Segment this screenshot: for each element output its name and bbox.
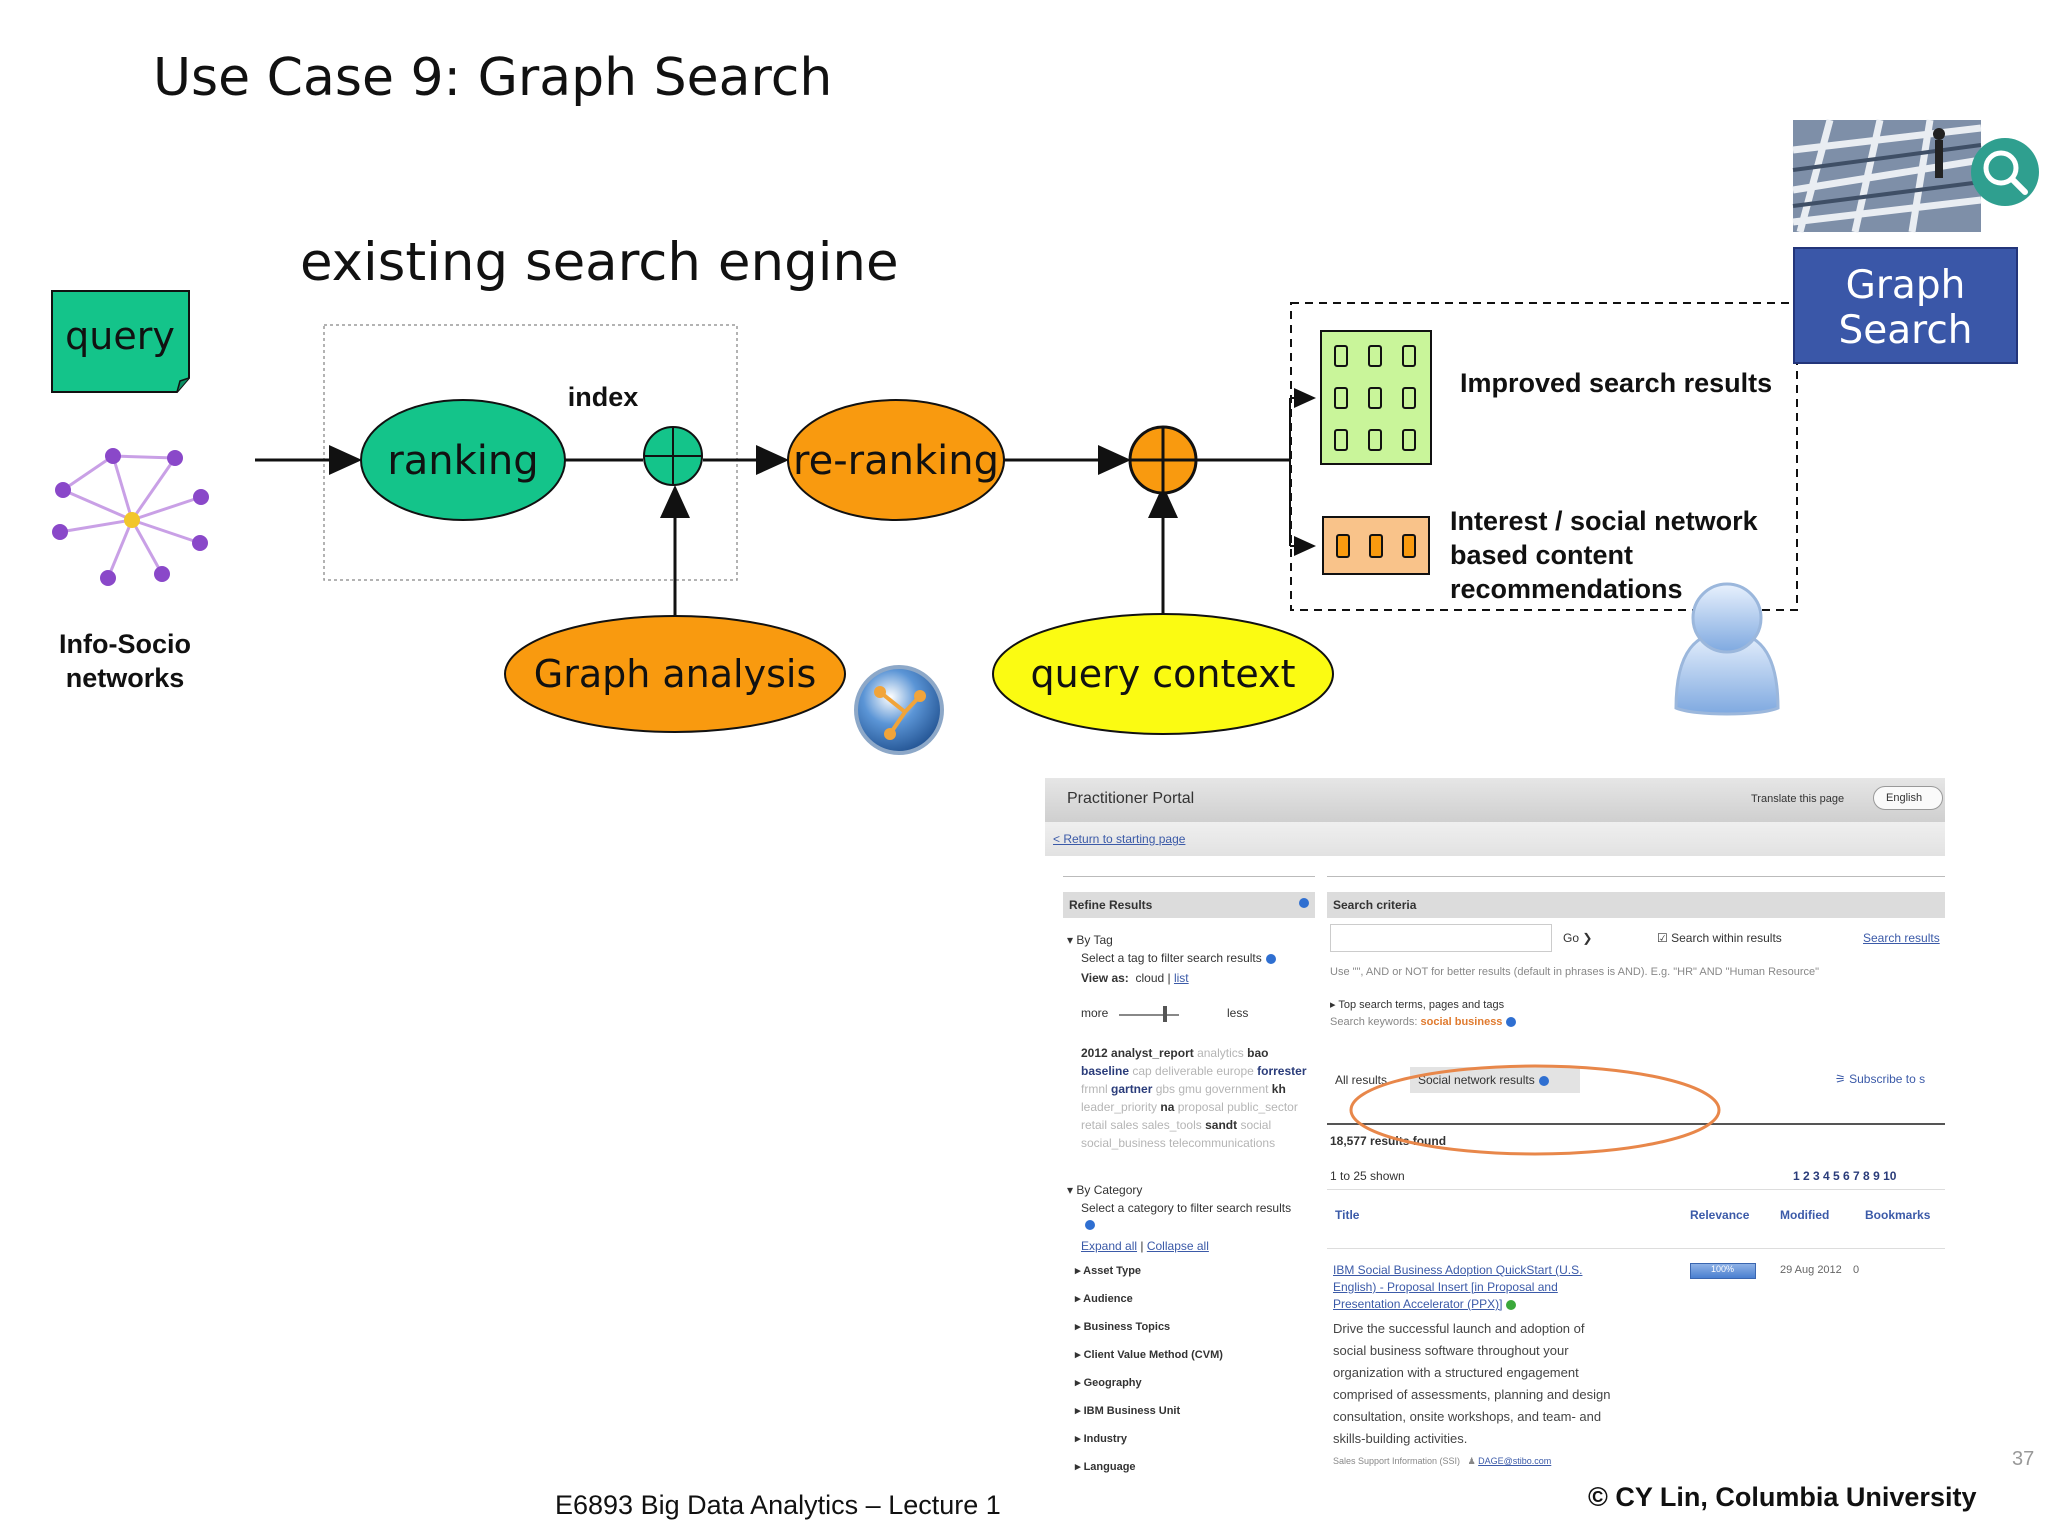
modified-date: 29 Aug 2012 bbox=[1780, 1264, 1842, 1276]
svg-text:re-ranking: re-ranking bbox=[793, 438, 999, 484]
svg-text:query context: query context bbox=[1031, 652, 1296, 696]
select-tag-hint: Select a tag to filter search results bbox=[1081, 951, 1276, 965]
query-context-node: query context bbox=[992, 613, 1334, 735]
slider-handle[interactable] bbox=[1163, 1006, 1167, 1022]
description-line: social business software throughout your bbox=[1333, 1343, 1569, 1358]
svg-text:ranking: ranking bbox=[387, 438, 538, 484]
expand-collapse: Expand all | Collapse all bbox=[1081, 1239, 1209, 1253]
description-line: organization with a structured engagemen… bbox=[1333, 1365, 1579, 1380]
description-line: consultation, onsite workshops, and team… bbox=[1333, 1409, 1602, 1424]
info-icon[interactable] bbox=[1299, 898, 1309, 908]
query-label: query bbox=[65, 314, 175, 358]
result-footer: Sales Support Information (SSI) ♟ DAGE@s… bbox=[1333, 1456, 1552, 1466]
expand-all-link[interactable]: Expand all bbox=[1081, 1239, 1138, 1253]
view-cloud[interactable]: cloud bbox=[1135, 971, 1165, 985]
by-tag-toggle[interactable]: ▾ By Tag bbox=[1067, 933, 1113, 947]
portal-screenshot: Practitioner Portal Translate this page … bbox=[1045, 778, 1945, 1478]
globe-icon bbox=[854, 665, 944, 755]
tab-social-network[interactable]: Social network results bbox=[1410, 1067, 1580, 1093]
go-button[interactable]: Go ❯ bbox=[1563, 931, 1593, 945]
category-item[interactable]: ▸ Geography bbox=[1075, 1377, 1142, 1389]
top-search-toggle[interactable]: ▸ Top search terms, pages and tags bbox=[1330, 999, 1505, 1011]
search-criteria-header: Search criteria bbox=[1327, 892, 1945, 918]
info-socio-label: Info-Socio networks bbox=[59, 629, 191, 693]
view-list-link[interactable]: list bbox=[1173, 971, 1189, 985]
search-within-checkbox[interactable]: ☑ Search within results bbox=[1657, 931, 1782, 945]
category-item[interactable]: ▸ Industry bbox=[1075, 1433, 1127, 1445]
category-item[interactable]: ▸ Audience bbox=[1075, 1293, 1133, 1305]
user-avatar-icon bbox=[1674, 582, 1780, 716]
pagination[interactable]: 1 2 3 4 5 6 7 8 9 10 bbox=[1793, 1169, 1897, 1183]
page-number: 37 bbox=[2012, 1448, 2035, 1470]
index-combiner bbox=[643, 426, 703, 486]
reranking-node: re-ranking bbox=[787, 399, 1005, 521]
page-title: Use Case 9: Graph Search bbox=[153, 48, 833, 108]
collapse-all-link[interactable]: Collapse all bbox=[1146, 1239, 1209, 1253]
col-title[interactable]: Title bbox=[1335, 1208, 1360, 1222]
ranking-node: ranking bbox=[360, 399, 566, 521]
svg-text:Graph analysis: Graph analysis bbox=[534, 652, 817, 696]
shown-count: 1 to 25 shown bbox=[1330, 1169, 1405, 1183]
portal-header: Practitioner Portal Translate this page … bbox=[1045, 778, 1945, 822]
query-note: query bbox=[51, 290, 190, 393]
select-category-hint: Select a category to filter search resul… bbox=[1081, 1201, 1292, 1215]
tag-cloud: 2012 analyst_report analytics bao baseli… bbox=[1081, 1046, 1307, 1150]
graph-search-button[interactable]: Graph Search bbox=[1793, 247, 2018, 364]
graph-analysis-node: Graph analysis bbox=[504, 615, 846, 733]
description-line: skills-building activities. bbox=[1333, 1431, 1468, 1446]
view-as: View as: cloud | list bbox=[1081, 971, 1189, 985]
context-combiner bbox=[1128, 425, 1198, 495]
search-keywords: Search keywords: social business bbox=[1330, 1016, 1517, 1028]
footer-course: E6893 Big Data Analytics – Lecture 1 bbox=[555, 1490, 1001, 1520]
result-description: Drive the successful launch and adoption… bbox=[1333, 1318, 1611, 1450]
highlight-oval bbox=[1349, 1064, 1721, 1156]
by-category-toggle[interactable]: ▾ By Category bbox=[1067, 1183, 1143, 1197]
less-label: less bbox=[1227, 1006, 1249, 1020]
return-link[interactable]: < Return to starting page bbox=[1053, 832, 1186, 846]
tab-all-results[interactable]: All results bbox=[1327, 1067, 1396, 1093]
index-label: index bbox=[568, 382, 639, 412]
network-graph-icon bbox=[52, 448, 209, 586]
search-hint: Use "", AND or NOT for better results (d… bbox=[1330, 966, 1820, 978]
improved-results-label: Improved search results bbox=[1460, 368, 1773, 398]
bookmarks-count: 0 bbox=[1853, 1264, 1860, 1276]
category-item[interactable]: ▸ Asset Type bbox=[1075, 1265, 1142, 1277]
refine-results-header: Refine Results bbox=[1063, 892, 1315, 918]
relevance-bar bbox=[1690, 1263, 1756, 1279]
col-bookmarks[interactable]: Bookmarks bbox=[1865, 1208, 1931, 1222]
description-line: comprised of assessments, planning and d… bbox=[1333, 1387, 1611, 1402]
col-modified[interactable]: Modified bbox=[1780, 1208, 1830, 1222]
contact-link[interactable]: DAGE@stibo.com bbox=[1478, 1456, 1552, 1466]
recommendations-label: Interest / social network based content … bbox=[1450, 506, 1758, 604]
tag-slider[interactable] bbox=[1119, 1014, 1179, 1016]
engine-label: existing search engine bbox=[300, 232, 899, 293]
results-box bbox=[1290, 302, 1798, 611]
category-info-icon[interactable] bbox=[1085, 1220, 1095, 1230]
col-relevance[interactable]: Relevance bbox=[1690, 1208, 1750, 1222]
engine-box bbox=[323, 324, 738, 581]
category-item[interactable]: ▸ Business Topics bbox=[1075, 1321, 1171, 1333]
category-item[interactable]: ▸ IBM Business Unit bbox=[1075, 1405, 1181, 1417]
relevance-value: 100% bbox=[1711, 1264, 1735, 1274]
translate-link[interactable]: Translate this page bbox=[1751, 793, 1845, 805]
category-item[interactable]: ▸ Client Value Method (CVM) bbox=[1075, 1349, 1223, 1361]
portal-subbar: < Return to starting page bbox=[1045, 822, 1945, 856]
subscribe-link[interactable]: ⚞ Subscribe to s bbox=[1835, 1072, 1926, 1086]
search-results-link[interactable]: Search results bbox=[1863, 931, 1940, 945]
maze-search-image bbox=[1792, 119, 2039, 233]
category-item[interactable]: ▸ Language bbox=[1075, 1461, 1136, 1473]
results-grid-icon bbox=[1320, 330, 1432, 465]
recommendations-icon bbox=[1322, 516, 1430, 575]
description-line: Drive the successful launch and adoption… bbox=[1333, 1321, 1585, 1336]
language-select[interactable]: English bbox=[1873, 786, 1943, 810]
portal-title: Practitioner Portal bbox=[1067, 790, 1195, 807]
search-input[interactable] bbox=[1330, 924, 1552, 952]
footer-copyright: © CY Lin, Columbia University bbox=[1588, 1482, 1977, 1512]
more-label: more bbox=[1081, 1006, 1109, 1020]
result-title-link[interactable]: IBM Social Business Adoption QuickStart … bbox=[1333, 1263, 1583, 1311]
